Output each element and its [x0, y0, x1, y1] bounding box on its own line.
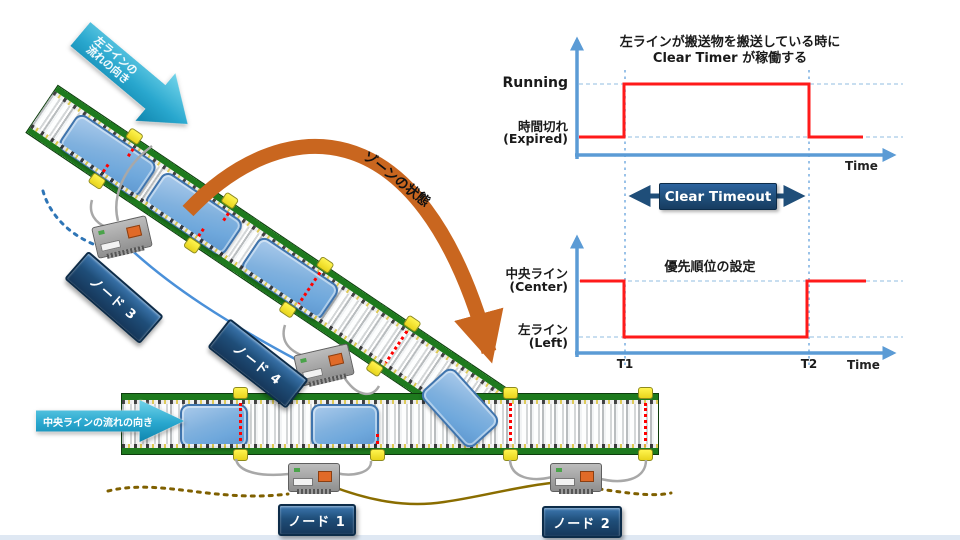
- node4-label-text: ノード 4: [229, 341, 285, 389]
- network-cable-node1-node2: [330, 481, 552, 506]
- photo-sensor: [503, 387, 518, 399]
- status-led: [98, 229, 105, 236]
- clear-timeout-badge: Clear Timeout: [659, 183, 777, 210]
- center-line-conveyor: [122, 387, 658, 461]
- network-cable-dotted-bottom-left: [106, 485, 290, 498]
- node2-label-text: ノード 2: [553, 516, 611, 532]
- photo-sensor: [638, 387, 653, 399]
- status-led: [556, 468, 562, 472]
- node2-label: ノード 2: [542, 506, 622, 538]
- clear-timer-waveform: [579, 82, 863, 139]
- t1-t2-guides: [624, 70, 810, 368]
- connector-block: [318, 471, 332, 482]
- y-label-expired-en: (Expired): [503, 131, 568, 146]
- io-controller-node2: [550, 463, 602, 494]
- top-chart-time-label: Time: [845, 159, 878, 173]
- node1-label-text: ノード 1: [288, 514, 346, 530]
- bottom-chart-time-label: Time: [847, 358, 880, 372]
- network-cable-dotted-left: [41, 189, 100, 248]
- connector-block: [126, 224, 143, 239]
- photo-sensor: [124, 127, 144, 146]
- y-label-running: Running: [502, 75, 568, 91]
- sensor-beam: [239, 403, 242, 447]
- bottom-chart-gridlines: [579, 280, 903, 338]
- status-led: [300, 357, 307, 364]
- node3-label-text: ノード 3: [86, 274, 140, 324]
- top-chart-title-line2: Clear Timer が稼働する: [652, 51, 808, 66]
- priority-waveform: [580, 279, 866, 339]
- sensor-beam: [509, 403, 512, 447]
- sensor-beam: [644, 403, 647, 447]
- network-cable-dotted-bottom-right: [597, 487, 673, 497]
- photo-sensor: [220, 191, 240, 210]
- left-line-flow-label: 左ラインの流れの向き: [83, 34, 140, 87]
- io-controller-node3: [91, 215, 153, 259]
- center-line-flow-label: 中央ラインの流れの向き: [43, 417, 153, 429]
- sensor-beam: [383, 330, 409, 366]
- photo-sensor: [370, 449, 385, 461]
- top-chart-gridlines: [579, 83, 903, 138]
- io-controller-node1: [288, 463, 340, 494]
- device-label: [293, 478, 313, 486]
- node3-label: ノード 3: [64, 250, 164, 345]
- photo-sensor: [233, 449, 248, 461]
- photo-sensor: [233, 387, 248, 399]
- terminal-strip: [559, 489, 593, 494]
- t2-tick-label: T2: [800, 357, 818, 371]
- package: [311, 404, 379, 448]
- y-label-left-en: (Left): [528, 335, 568, 350]
- slide-bottom-strip: [0, 535, 960, 540]
- photo-sensor: [503, 449, 518, 461]
- photo-sensor: [365, 359, 385, 378]
- zone-state-label: ゾーンの状態: [359, 148, 433, 211]
- center-line-flow-arrow: 中央ラインの流れの向き: [36, 400, 184, 442]
- device-label: [555, 478, 575, 486]
- package: [180, 404, 248, 448]
- photo-sensor: [278, 300, 298, 319]
- y-label-expired-jp: 時間切れ: [517, 119, 568, 134]
- connector-block: [580, 471, 594, 482]
- y-label-left-jp: 左ライン: [517, 322, 568, 337]
- t1-tick-label: T1: [616, 357, 634, 371]
- status-led: [294, 468, 300, 472]
- terminal-strip: [297, 489, 331, 494]
- top-chart-title-line1: 左ラインが搬送物を搬送している時に: [619, 35, 841, 50]
- y-label-center-jp: 中央ライン: [505, 266, 568, 281]
- photo-sensor: [87, 171, 107, 191]
- photo-sensor: [182, 236, 202, 255]
- sensor-beam: [376, 434, 379, 444]
- node1-label: ノード 1: [278, 504, 356, 536]
- photo-sensor: [638, 449, 653, 461]
- y-label-center-en: (Center): [509, 279, 568, 294]
- bottom-chart-title: 優先順位の設定: [664, 260, 756, 275]
- connector-block: [328, 352, 345, 367]
